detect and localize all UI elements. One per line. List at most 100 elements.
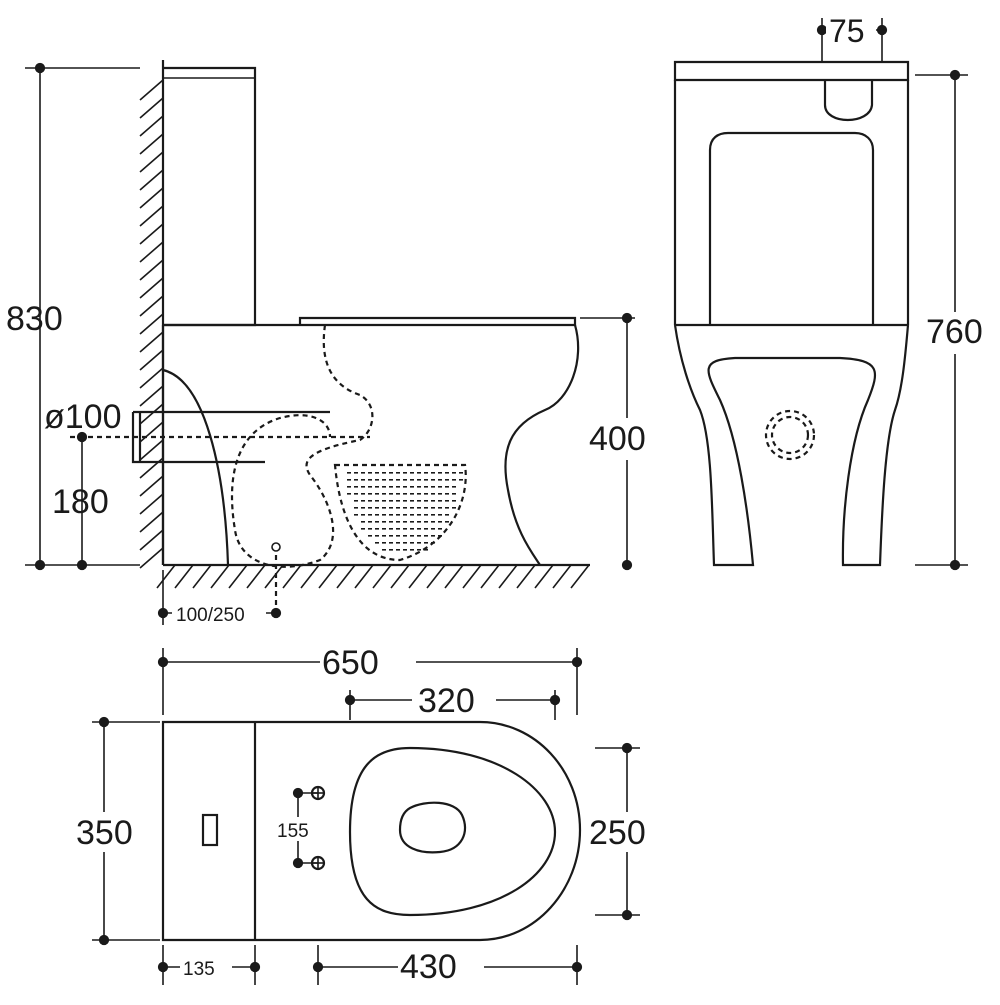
hatch-stroke	[139, 511, 164, 533]
water-dot	[417, 514, 421, 516]
water-dot	[445, 479, 449, 481]
water-dot	[417, 479, 421, 481]
water-dot	[354, 500, 358, 502]
water-dot	[382, 521, 386, 523]
dim-320-label: 320	[418, 682, 475, 720]
hatch-stroke	[570, 564, 590, 589]
hatch-stroke	[139, 259, 164, 281]
water-dot	[403, 549, 407, 551]
water-dot	[431, 479, 435, 481]
hatch-stroke	[210, 564, 230, 589]
water-dot	[361, 514, 365, 516]
water-dot	[424, 472, 428, 474]
water-dot	[354, 514, 358, 516]
water-dot	[431, 500, 435, 502]
water-dot	[410, 549, 414, 551]
water-dot	[410, 535, 414, 537]
water-dot	[382, 507, 386, 509]
water-dot	[445, 486, 449, 488]
water-dot	[445, 493, 449, 495]
hatch-stroke	[139, 313, 164, 335]
hatch-stroke	[246, 564, 266, 589]
dim-wall-bg	[172, 602, 266, 624]
hatch-stroke	[139, 277, 164, 299]
water-dot	[403, 479, 407, 481]
water-dot	[431, 535, 435, 537]
dim-320-bg	[412, 680, 496, 720]
water-dot	[375, 542, 379, 544]
water-dot	[410, 542, 414, 544]
hatch-stroke	[139, 223, 164, 245]
water-dot	[368, 500, 372, 502]
water-dot	[375, 514, 379, 516]
hatch-stroke	[372, 564, 392, 589]
water-dot	[438, 507, 442, 509]
water-dot	[403, 493, 407, 495]
water-dot	[438, 500, 442, 502]
dim-400-bg	[585, 418, 665, 460]
side-bowl-front	[504, 324, 580, 566]
hatch-stroke	[139, 295, 164, 317]
front-outlet-outer	[764, 409, 816, 461]
water-dot	[410, 479, 414, 481]
hatch-stroke	[300, 564, 320, 589]
water-dot	[410, 500, 414, 502]
water-dot	[424, 500, 428, 502]
water-dot	[389, 521, 393, 523]
hatch-stroke	[534, 564, 554, 589]
dim-430-label: 430	[400, 948, 457, 986]
hatch-stroke	[139, 241, 164, 263]
front-flush-button	[823, 80, 874, 122]
water-dot	[438, 528, 442, 530]
water-dot	[354, 472, 358, 474]
hatch-stroke	[264, 564, 284, 589]
water-dot	[424, 486, 428, 488]
water-dot	[368, 472, 372, 474]
hatch-stroke	[426, 564, 446, 589]
water-dot	[382, 479, 386, 481]
dim-650-label: 650	[322, 644, 379, 682]
wall-hatching	[139, 79, 164, 569]
water-dot	[417, 542, 421, 544]
water-pattern	[347, 472, 463, 551]
hatch-stroke	[139, 529, 164, 551]
hatch-stroke	[228, 564, 248, 589]
front-pedestal	[673, 324, 910, 567]
hatch-stroke	[139, 331, 164, 353]
water-dot	[431, 542, 435, 544]
side-pedestal-back	[162, 368, 230, 566]
water-dot	[424, 542, 428, 544]
water-dot	[382, 514, 386, 516]
water-dot	[375, 535, 379, 537]
water-dot	[382, 472, 386, 474]
water-dot	[410, 472, 414, 474]
water-dot	[389, 528, 393, 530]
water-dot	[417, 493, 421, 495]
hatch-stroke	[139, 97, 164, 119]
water-dot	[452, 479, 456, 481]
top-bowl-opening	[398, 801, 467, 854]
water-dot	[382, 486, 386, 488]
hatch-stroke	[139, 349, 164, 371]
water-dot	[354, 507, 358, 509]
front-cistern-sides	[673, 80, 910, 325]
water-dot	[410, 486, 414, 488]
water-dot	[347, 479, 351, 481]
hatch-stroke	[139, 115, 164, 137]
dim-250-label: 250	[589, 814, 646, 852]
water-dot	[375, 486, 379, 488]
water-dot	[368, 514, 372, 516]
water-dot	[368, 486, 372, 488]
hatch-stroke	[139, 421, 164, 443]
water-dot	[361, 486, 365, 488]
water-dot	[396, 486, 400, 488]
water-dot	[375, 507, 379, 509]
water-bowl	[333, 463, 467, 562]
water-dot	[403, 542, 407, 544]
hatch-stroke	[516, 564, 536, 589]
water-dot	[368, 535, 372, 537]
hatch-stroke	[139, 475, 164, 497]
hatch-stroke	[552, 564, 572, 589]
water-dot	[396, 514, 400, 516]
water-dot	[438, 479, 442, 481]
